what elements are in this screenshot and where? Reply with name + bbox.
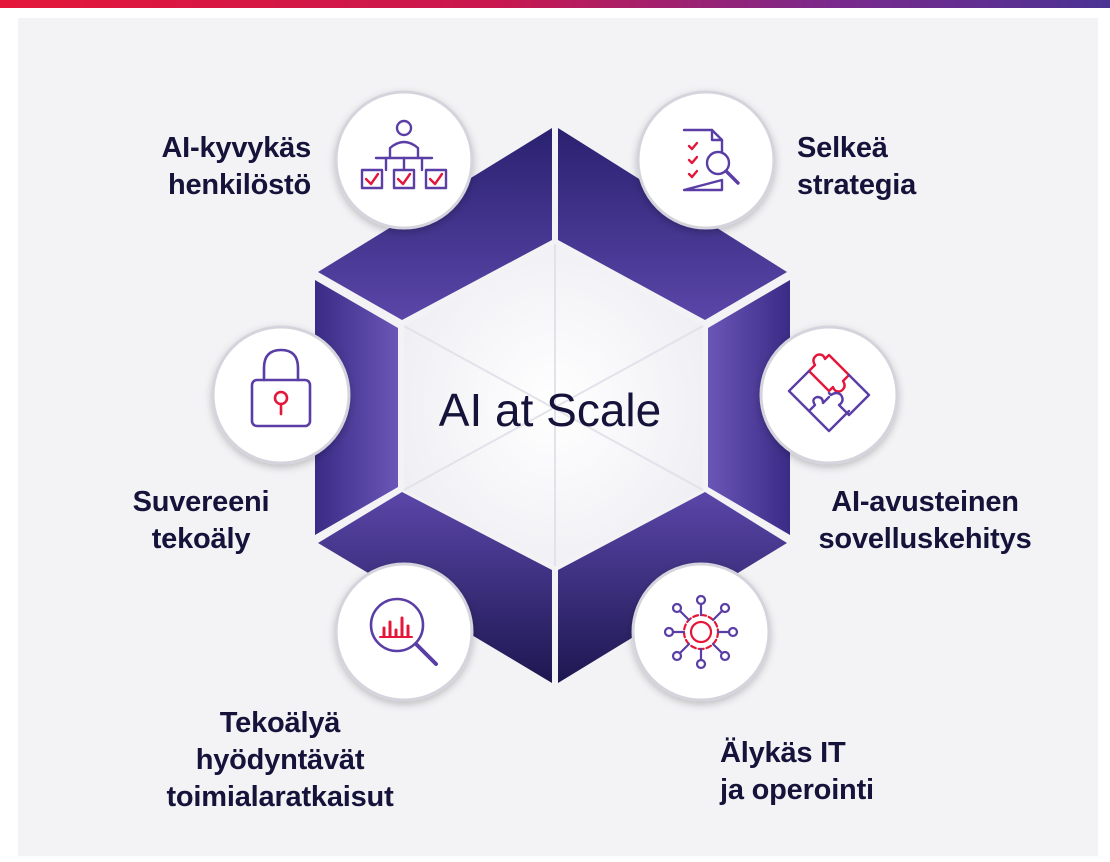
chart-magnifier-icon (369, 597, 438, 666)
label-line: Suvereeni (132, 486, 270, 518)
label-line: Tekoälyä (219, 707, 341, 739)
label-line: henkilöstö (167, 169, 311, 201)
label-line: tekoäly (151, 523, 251, 555)
label-sovereign-ai: Suvereeni tekoäly (96, 484, 306, 558)
team-checklist-icon (360, 119, 448, 190)
puzzle-icon (787, 353, 871, 433)
label-ai-capable-staff: AI-kyvykäs henkilöstö (96, 130, 311, 204)
label-ai-assisted-development: AI-avusteinen sovelluskehitys (795, 484, 1055, 558)
label-line: ja operointi (720, 774, 874, 806)
label-line: strategia (797, 169, 917, 201)
hex-segment-top-right (558, 128, 787, 320)
label-line: AI-kyvykäs (161, 132, 311, 164)
icon-circle-bottom-left (334, 562, 474, 702)
icon-circle-middle-right (759, 325, 899, 465)
center-title: AI at Scale (438, 384, 662, 436)
hex-segment-left (315, 280, 398, 535)
label-industry-solutions: Tekoälyä hyödyntävät toimialaratkaisut (140, 705, 420, 816)
label-line: Älykäs IT (720, 737, 846, 769)
label-line: sovelluskehitys (818, 523, 1032, 555)
gear-network-icon (663, 594, 739, 670)
document-magnifier-icon (682, 128, 740, 192)
icon-circle-bottom-right (631, 562, 771, 702)
label-line: Selkeä (797, 132, 888, 164)
icon-circle-top-right (636, 90, 776, 230)
label-intelligent-it-operations: Älykäs IT ja operointi (720, 735, 940, 809)
label-clear-strategy: Selkeä strategia (797, 130, 1037, 204)
padlock-icon (250, 348, 312, 428)
top-gradient-bar (0, 0, 1110, 8)
icon-circle-middle-left (211, 325, 351, 465)
label-line: hyödyntävät (195, 744, 365, 776)
hex-inner-dividers (403, 244, 704, 566)
label-line: toimialaratkaisut (166, 781, 394, 813)
hex-segment-top-left (318, 128, 552, 320)
hex-segment-right (708, 280, 790, 535)
hex-inner (404, 244, 703, 566)
label-line: AI-avusteinen (831, 486, 1019, 518)
